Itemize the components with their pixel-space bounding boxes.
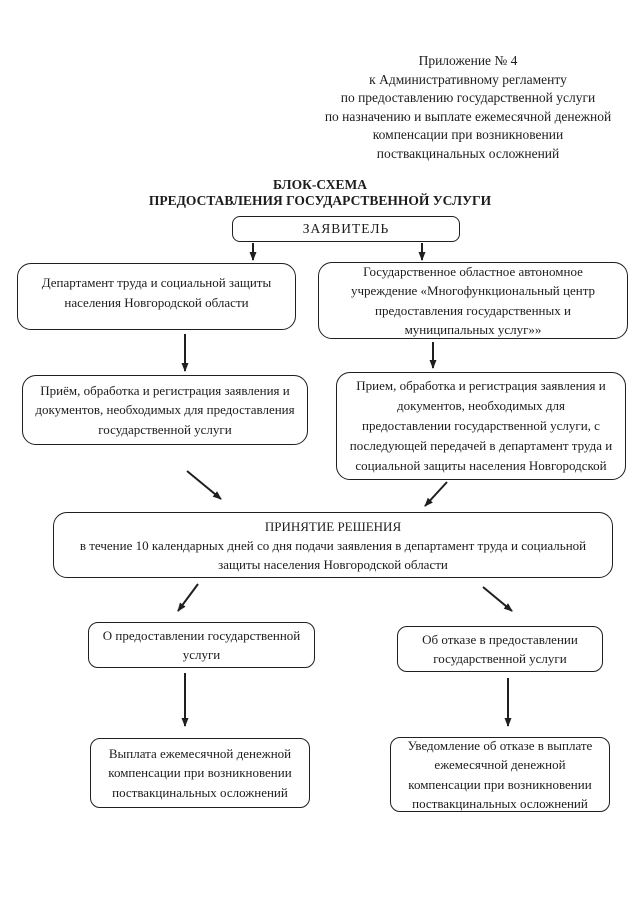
box-applicant: ЗАЯВИТЕЛЬ (232, 216, 460, 242)
appendix-header-line: к Административному регламенту (369, 71, 567, 87)
appendix-header-line: поствакцинальных осложнений (376, 145, 560, 161)
appendix-header-line: Приложение № 4 (418, 53, 518, 68)
appendix-header-line: по предоставлению государственной услуги (340, 90, 596, 105)
decision-title: ПРИНЯТИЕ РЕШЕНИЯ (264, 518, 402, 534)
box-refusal-notice: Уведомление об отказе в выплате ежемесяч… (390, 737, 610, 812)
appendix-header-line: по назначению и выплате ежемесячной дене… (324, 108, 612, 124)
arrow-intake-dept-to-decision (186, 470, 222, 500)
box-intake-department: Приём, обработка и регистрация заявления… (22, 375, 308, 445)
box-mfc: Государственное областное автономное учр… (318, 262, 628, 339)
box-decision: ПРИНЯТИЕ РЕШЕНИЯ в течение 10 календарны… (53, 512, 613, 578)
box-department: Департамент труда и социальной защиты на… (17, 263, 296, 330)
page-title-line1: БЛОК-СХЕМА (272, 177, 368, 192)
appendix-header: Приложение № 4 к Административному регла… (300, 52, 636, 163)
page-title: БЛОК-СХЕМА ПРЕДОСТАВЛЕНИЯ ГОСУДАРСТВЕННО… (0, 177, 640, 208)
box-refuse-service: Об отказе в предоставлении государственн… (397, 626, 603, 672)
arrow-decision-to-refuse (482, 586, 513, 612)
box-grant-service: О предоставлении государственной услуги (88, 622, 315, 668)
appendix-header-line: компенсации при возникновении (372, 127, 564, 142)
page-title-line2: ПРЕДОСТАВЛЕНИЯ ГОСУДАРСТВЕННОЙ УСЛУГИ (148, 192, 492, 208)
box-intake-mfc: Прием, обработка и регистрация заявления… (336, 372, 626, 480)
arrow-decision-to-grant (177, 583, 199, 612)
decision-body: в течение 10 календарных дней со дня под… (79, 537, 587, 572)
box-payment: Выплата ежемесячной денежной компенсации… (90, 738, 310, 808)
arrow-intake-mfc-to-decision (424, 481, 448, 507)
